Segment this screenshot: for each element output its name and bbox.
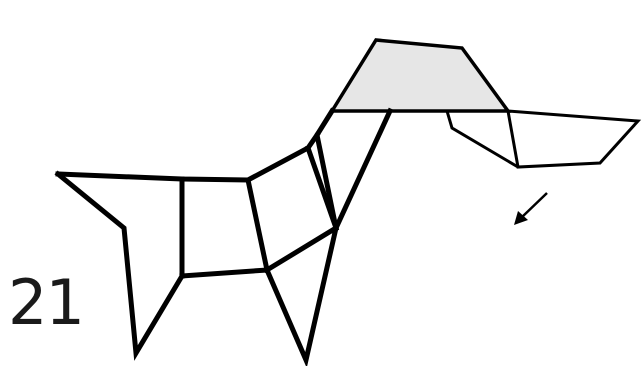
head-top-shaded-face bbox=[332, 40, 508, 111]
front-leg bbox=[267, 228, 336, 360]
body-bottom-edge bbox=[182, 270, 267, 276]
body-middle-divider bbox=[248, 180, 267, 270]
neck-back-edge bbox=[317, 111, 336, 228]
neck-front-edge bbox=[336, 111, 390, 228]
step-number: 21 bbox=[8, 272, 83, 334]
head-inner-fold bbox=[447, 111, 518, 167]
body-top-edge bbox=[58, 135, 317, 180]
arrow-down-left-icon bbox=[514, 193, 547, 225]
head-lower-edge bbox=[508, 111, 638, 167]
